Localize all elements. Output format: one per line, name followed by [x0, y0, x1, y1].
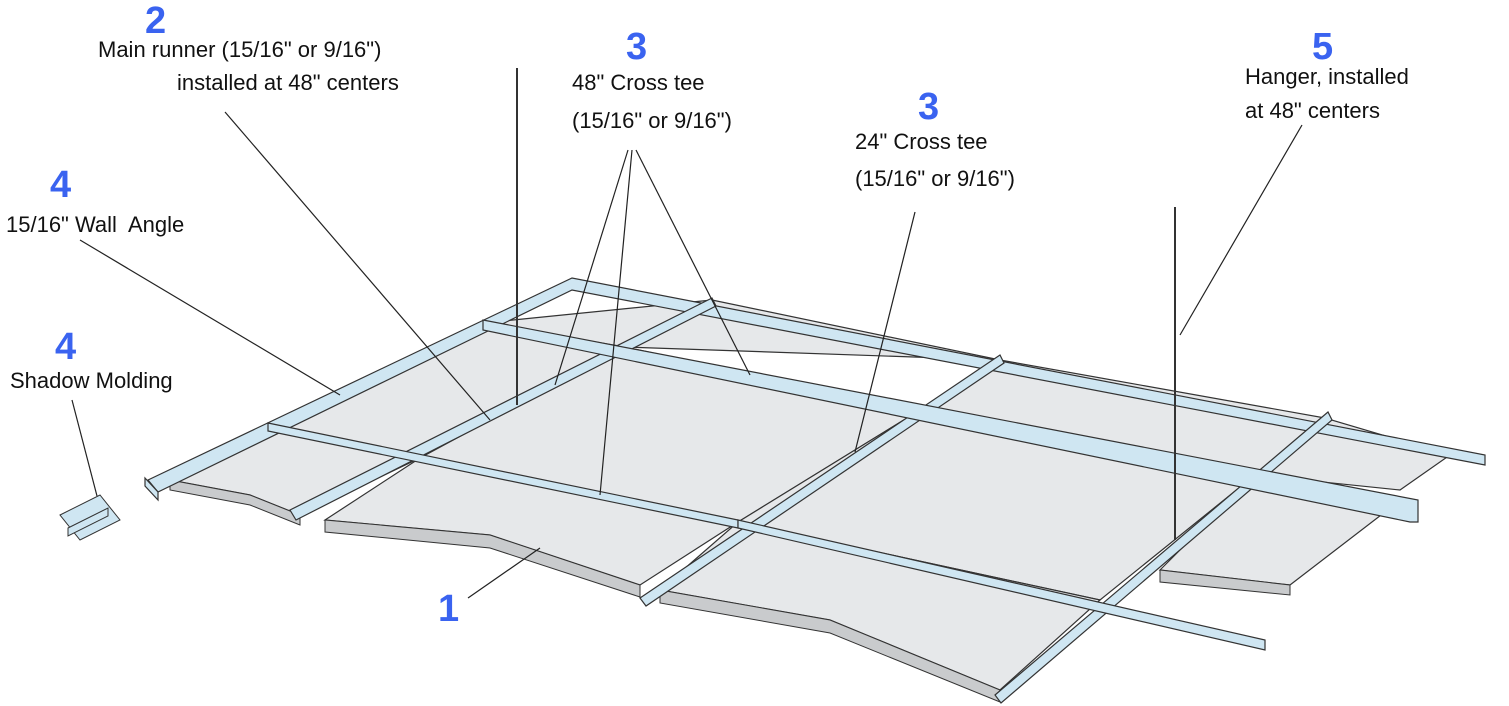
callout-label: Shadow Molding — [10, 368, 173, 393]
callout-number: 3 — [626, 26, 648, 68]
callout-label: Main runner (15/16" or 9/16") — [98, 37, 382, 62]
leader-panel — [467, 547, 541, 599]
callout-label: (15/16" or 9/16") — [855, 166, 1015, 191]
cross-tees — [267, 319, 1419, 651]
callout-label: Hanger, installed — [1245, 64, 1409, 89]
hangers — [516, 68, 1176, 540]
leader-cross-tee-48 — [635, 149, 751, 376]
callout-label: (15/16" or 9/16") — [572, 108, 732, 133]
callout-label: at 48" centers — [1245, 98, 1380, 123]
callout-number: 1 — [438, 588, 460, 630]
leader-shadow-molding — [71, 399, 98, 497]
panel-edge — [169, 479, 301, 526]
callout-number: 2 — [145, 0, 167, 42]
callout-label: 24" Cross tee — [855, 129, 988, 154]
shadow-molding-lip — [67, 507, 109, 537]
callout-number: 4 — [50, 164, 72, 206]
panel-edge — [1159, 569, 1291, 596]
callout-label: installed at 48" centers — [177, 70, 399, 95]
leader-lines — [71, 111, 1303, 599]
wall-angle-end — [144, 476, 159, 502]
shadow-molding-piece — [59, 494, 121, 541]
leader-main-runner — [224, 111, 491, 421]
callout-number: 3 — [918, 86, 940, 128]
cross-tee — [482, 319, 1419, 523]
callout-number: 5 — [1312, 26, 1334, 68]
callout-label: 15/16" Wall Angle — [6, 212, 185, 237]
leader-cross-tee-48 — [599, 149, 633, 496]
leader-hanger — [1179, 124, 1303, 336]
callout-number: 4 — [55, 326, 77, 368]
callout-label: 48" Cross tee — [572, 70, 705, 95]
cross-tee — [737, 519, 1266, 651]
panel-edge — [324, 519, 641, 598]
leader-cross-tee-48 — [554, 149, 629, 386]
leader-cross-tee-24 — [854, 211, 916, 453]
wall-angle-molding — [144, 277, 1486, 502]
leader-wall-angle — [79, 239, 341, 396]
